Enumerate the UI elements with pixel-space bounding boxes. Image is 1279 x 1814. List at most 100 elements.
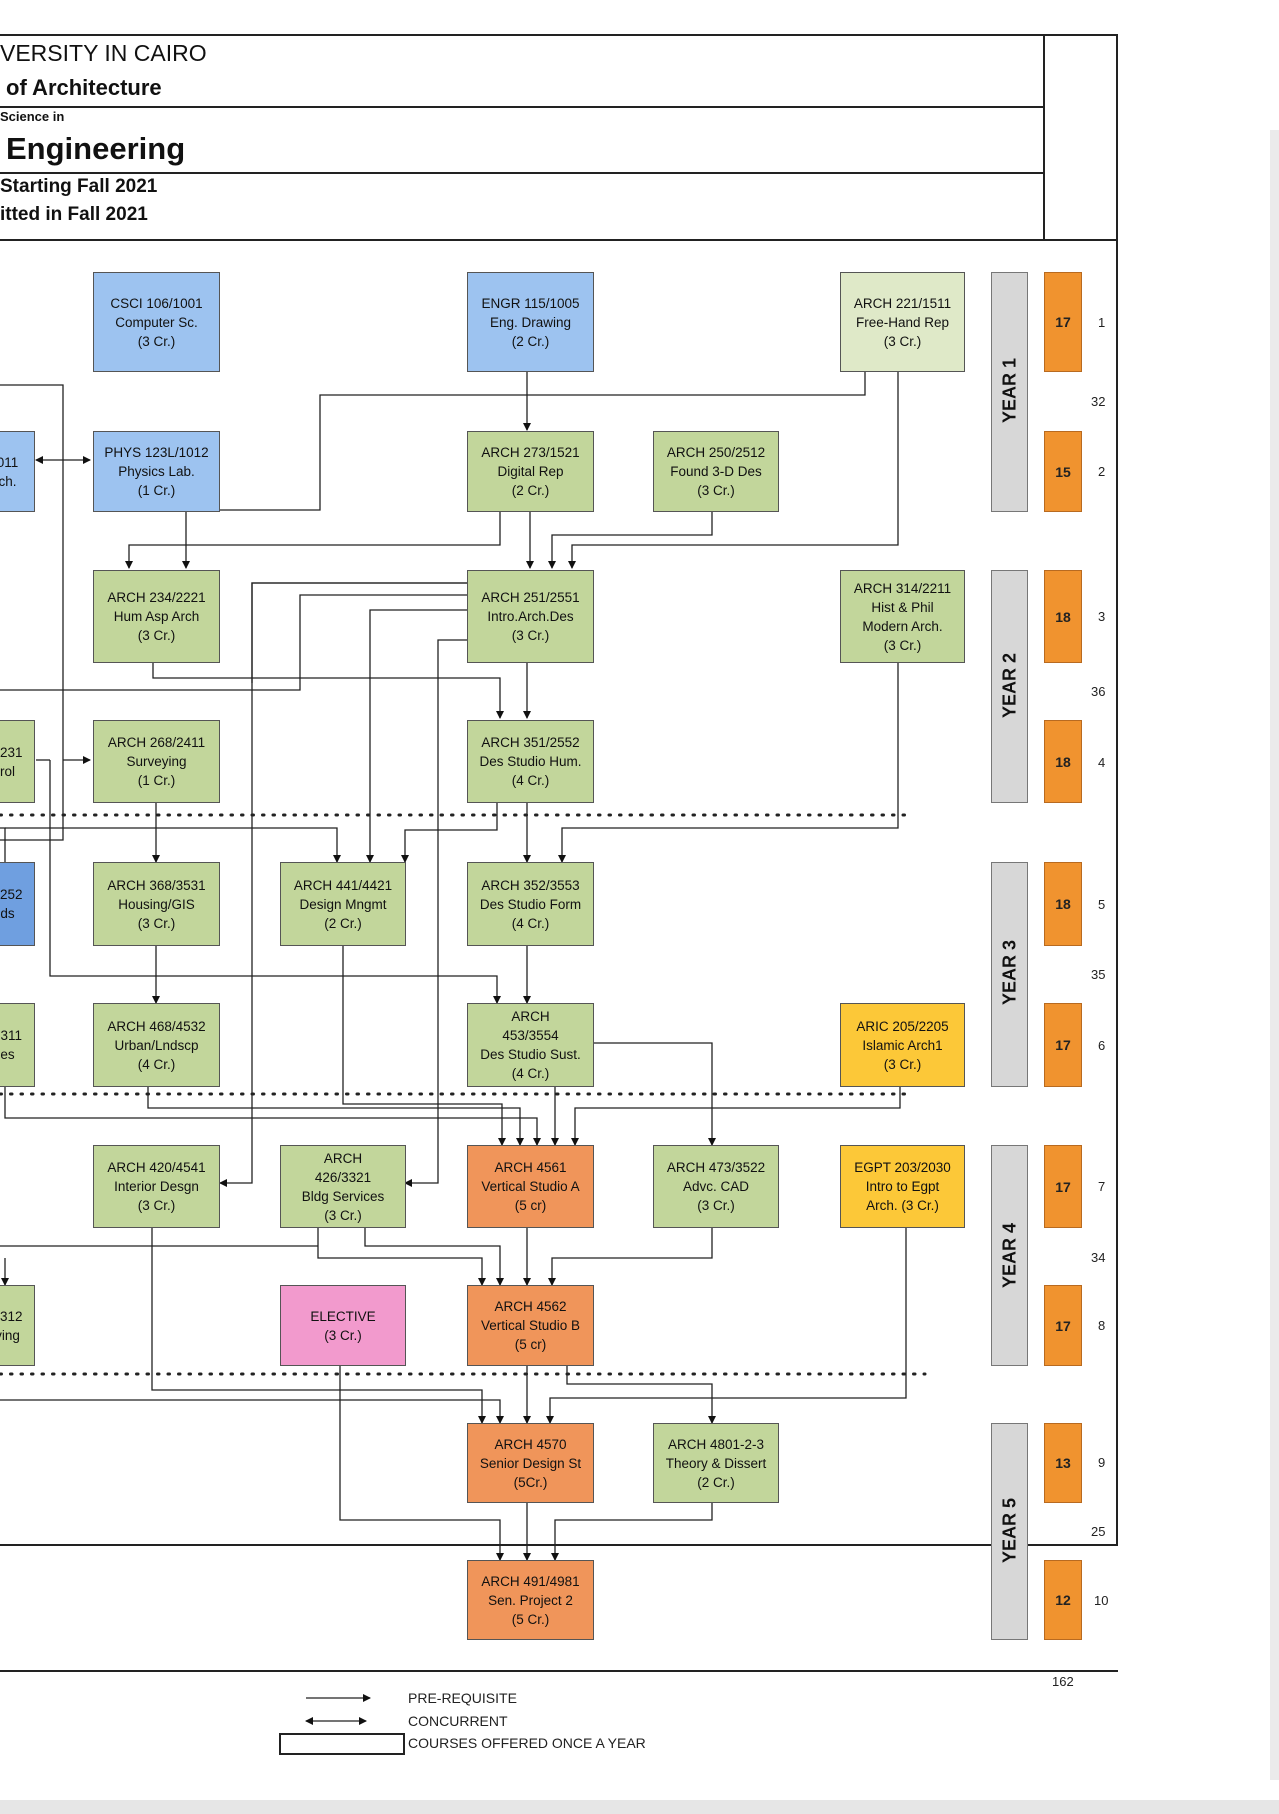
course-text-line: ARCH	[511, 1009, 550, 1024]
year-label: YEAR 4	[999, 1222, 1020, 1289]
course-text-line: Design Mngmt	[299, 896, 387, 912]
course-text-line: Des Studio Form	[479, 896, 582, 912]
course-text-line: Hum Asp Arch	[113, 609, 200, 624]
course-text-line: Computer Sc.	[115, 314, 198, 330]
background-strip	[0, 1800, 1279, 1814]
course-text-line: (2 Cr.)	[511, 483, 550, 498]
header-divider	[0, 172, 1044, 174]
course-text-line: CSCI 106/1001	[110, 295, 203, 311]
course-text-line: ARCH 368/3531	[107, 877, 206, 893]
semester-credits: 17	[1044, 1003, 1082, 1087]
course-text-line: Intro to Egpt	[865, 1179, 940, 1194]
year-label: YEAR 2	[999, 652, 1020, 719]
course-box-elective: ELECTIVE(3 Cr.)	[280, 1285, 406, 1366]
course-text-line: ds	[0, 906, 15, 921]
course-text-line: (5 Cr.)	[511, 1611, 550, 1627]
year-label: YEAR 3	[999, 939, 1020, 1006]
course-text-line: (3 Cr.)	[324, 1327, 362, 1343]
legend-arrows	[305, 1694, 371, 1725]
course-text-line: ARIC 205/2205	[856, 1018, 949, 1034]
course-text-line: Digital Rep	[497, 464, 564, 479]
semester-break-lines	[0, 813, 927, 1376]
year-label: YEAR 5	[999, 1497, 1020, 1564]
course-text-line: Eng. Drawing	[489, 314, 572, 330]
course-text-line: Hist & Phil	[871, 599, 934, 615]
admitted-term: itted in Fall 2021	[0, 204, 148, 225]
course-text-line: ARCH 4562	[494, 1299, 567, 1314]
semester-credits: 18	[1044, 720, 1082, 803]
course-box-partial3311: 3311es	[0, 1003, 35, 1087]
course-text-line: (3 Cr.)	[137, 1198, 176, 1213]
course-text-line: ARCH 273/1521	[481, 445, 580, 460]
course-text-line: (5Cr.)	[513, 1474, 548, 1490]
course-text-line: Theory & Dissert	[665, 1455, 767, 1471]
semester-credits: 15	[1044, 431, 1082, 512]
course-text-line: ch.	[0, 473, 17, 489]
course-text-line: 3311	[0, 1028, 23, 1043]
course-text-line: (5 cr)	[514, 1198, 547, 1213]
course-text-line: ARCH 234/2221	[107, 590, 206, 605]
course-text-line: Vertical Studio B	[480, 1318, 581, 1333]
course-text-line: (3 Cr.)	[883, 637, 922, 653]
semester-number: 4	[1098, 755, 1106, 770]
course-text-line: ARCH	[323, 1150, 363, 1166]
semester-number: 2	[1098, 464, 1106, 479]
course-text-line: Found 3-D Des	[670, 464, 762, 479]
course-text-line: ARCH 473/3522	[666, 1160, 766, 1175]
semester-credits: 18	[1044, 570, 1082, 663]
course-text-line: Sen. Project 2	[488, 1592, 573, 1608]
grand-total: 162	[1052, 1674, 1074, 1689]
course-text-line: (2 Cr.)	[324, 915, 362, 931]
course-text-line: (3 Cr.)	[883, 1056, 922, 1072]
course-text-line: PHYS 123L/1012	[104, 445, 209, 460]
year-total: 35	[1091, 967, 1106, 982]
legend-once-a-year-swatch	[279, 1733, 405, 1755]
semester-number: 8	[1098, 1318, 1106, 1333]
semester-number: 7	[1098, 1179, 1106, 1194]
course-text-line: ARCH 221/1511	[853, 295, 952, 311]
course-text-line: ARCH 468/4532	[107, 1018, 206, 1034]
department-name: of Architecture	[6, 75, 162, 100]
semester-credits: 18	[1044, 862, 1082, 946]
year-total: 25	[1091, 1524, 1106, 1539]
legend-concurrent: CONCURRENT	[408, 1713, 508, 1729]
course-text-line: 011	[0, 454, 19, 470]
course-text-line: ARCH 251/2551	[481, 590, 580, 605]
course-text-line: (5 cr)	[514, 1337, 547, 1352]
course-text-line: Des Studio Sust.	[480, 1047, 581, 1062]
course-text-line: 426/3321	[314, 1169, 372, 1185]
course-text-line: (3 Cr.)	[137, 333, 176, 349]
course-text-line: Free-Hand Rep	[855, 314, 950, 330]
course-text-line: (3 Cr.)	[137, 628, 176, 643]
header-divider	[0, 239, 1118, 241]
course-text-line: ARCH 268/2411	[107, 735, 206, 750]
course-text-line: Senior Design St	[479, 1455, 582, 1471]
course-text-line: ARCH 352/3553	[481, 877, 580, 893]
course-text-line: Housing/GIS	[118, 896, 195, 912]
course-text-line: (3 Cr.)	[697, 1198, 735, 1213]
course-text-line: 453/3554	[502, 1028, 559, 1043]
degree-small: Science in	[0, 109, 65, 124]
legend-prerequisite: PRE-REQUISITE	[408, 1690, 517, 1706]
course-text-line: 3252	[0, 887, 23, 902]
course-text-line: ARCH 4561	[494, 1160, 567, 1175]
course-text-line: Vertical Studio A	[481, 1179, 580, 1194]
semester-credits: 17	[1044, 272, 1082, 372]
page-edge-shadow	[1270, 130, 1279, 1780]
year-label: YEAR 1	[999, 357, 1020, 424]
